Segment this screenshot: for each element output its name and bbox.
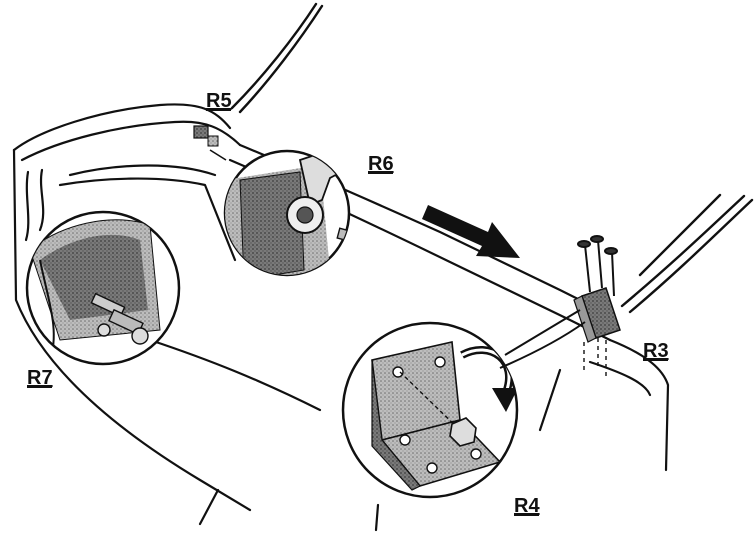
hex-bolt-icon <box>449 417 477 447</box>
label-r6: R6 <box>368 153 394 175</box>
label-r3: R3 <box>643 340 669 362</box>
screw-icon <box>577 235 618 297</box>
detail-circle-r6 <box>209 149 351 277</box>
detail-circle-r7 <box>25 210 181 366</box>
wall-panel-left <box>230 2 324 114</box>
rim-clip <box>193 125 219 147</box>
detail-circle-r4 <box>341 309 586 499</box>
corner-bracket-assembly <box>573 235 621 378</box>
wall-panel-right <box>620 193 754 314</box>
direction-arrow <box>422 205 520 258</box>
label-r4: R4 <box>514 495 540 517</box>
label-r5: R5 <box>206 90 232 112</box>
label-r7: R7 <box>27 367 53 389</box>
